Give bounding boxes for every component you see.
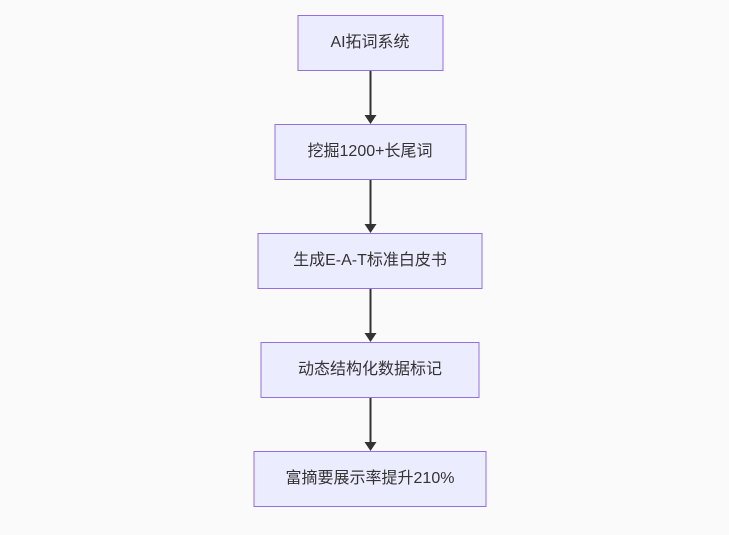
flow-node-structured-data-markup: 动态结构化数据标记 bbox=[260, 342, 480, 398]
flow-node-longtail-mining: 挖掘1200+长尾词 bbox=[274, 124, 466, 180]
flow-node-label: 挖掘1200+长尾词 bbox=[307, 143, 433, 160]
arrow-head-icon bbox=[364, 115, 376, 124]
arrow-line bbox=[369, 289, 371, 333]
arrow-line bbox=[369, 71, 371, 115]
flow-node-ai-keyword-system: AI拓词系统 bbox=[297, 15, 443, 71]
flow-arrow-1 bbox=[364, 71, 376, 124]
flow-node-eat-whitepaper: 生成E-A-T标准白皮书 bbox=[257, 233, 483, 289]
arrow-line bbox=[369, 180, 371, 224]
flowchart: AI拓词系统 挖掘1200+长尾词 生成E-A-T标准白皮书 动态结构化数据标记… bbox=[253, 15, 487, 507]
arrow-head-icon bbox=[364, 224, 376, 233]
flow-node-label: 动态结构化数据标记 bbox=[297, 361, 442, 378]
flow-node-label: 生成E-A-T标准白皮书 bbox=[293, 252, 447, 269]
flow-node-label: 富摘要展示率提升210% bbox=[285, 470, 455, 487]
flow-arrow-3 bbox=[364, 289, 376, 342]
arrow-head-icon bbox=[364, 442, 376, 451]
flow-node-rich-snippet-result: 富摘要展示率提升210% bbox=[253, 451, 487, 507]
arrow-head-icon bbox=[364, 333, 376, 342]
flow-arrow-4 bbox=[364, 398, 376, 451]
flow-node-label: AI拓词系统 bbox=[330, 34, 410, 51]
flow-arrow-2 bbox=[364, 180, 376, 233]
arrow-line bbox=[369, 398, 371, 442]
